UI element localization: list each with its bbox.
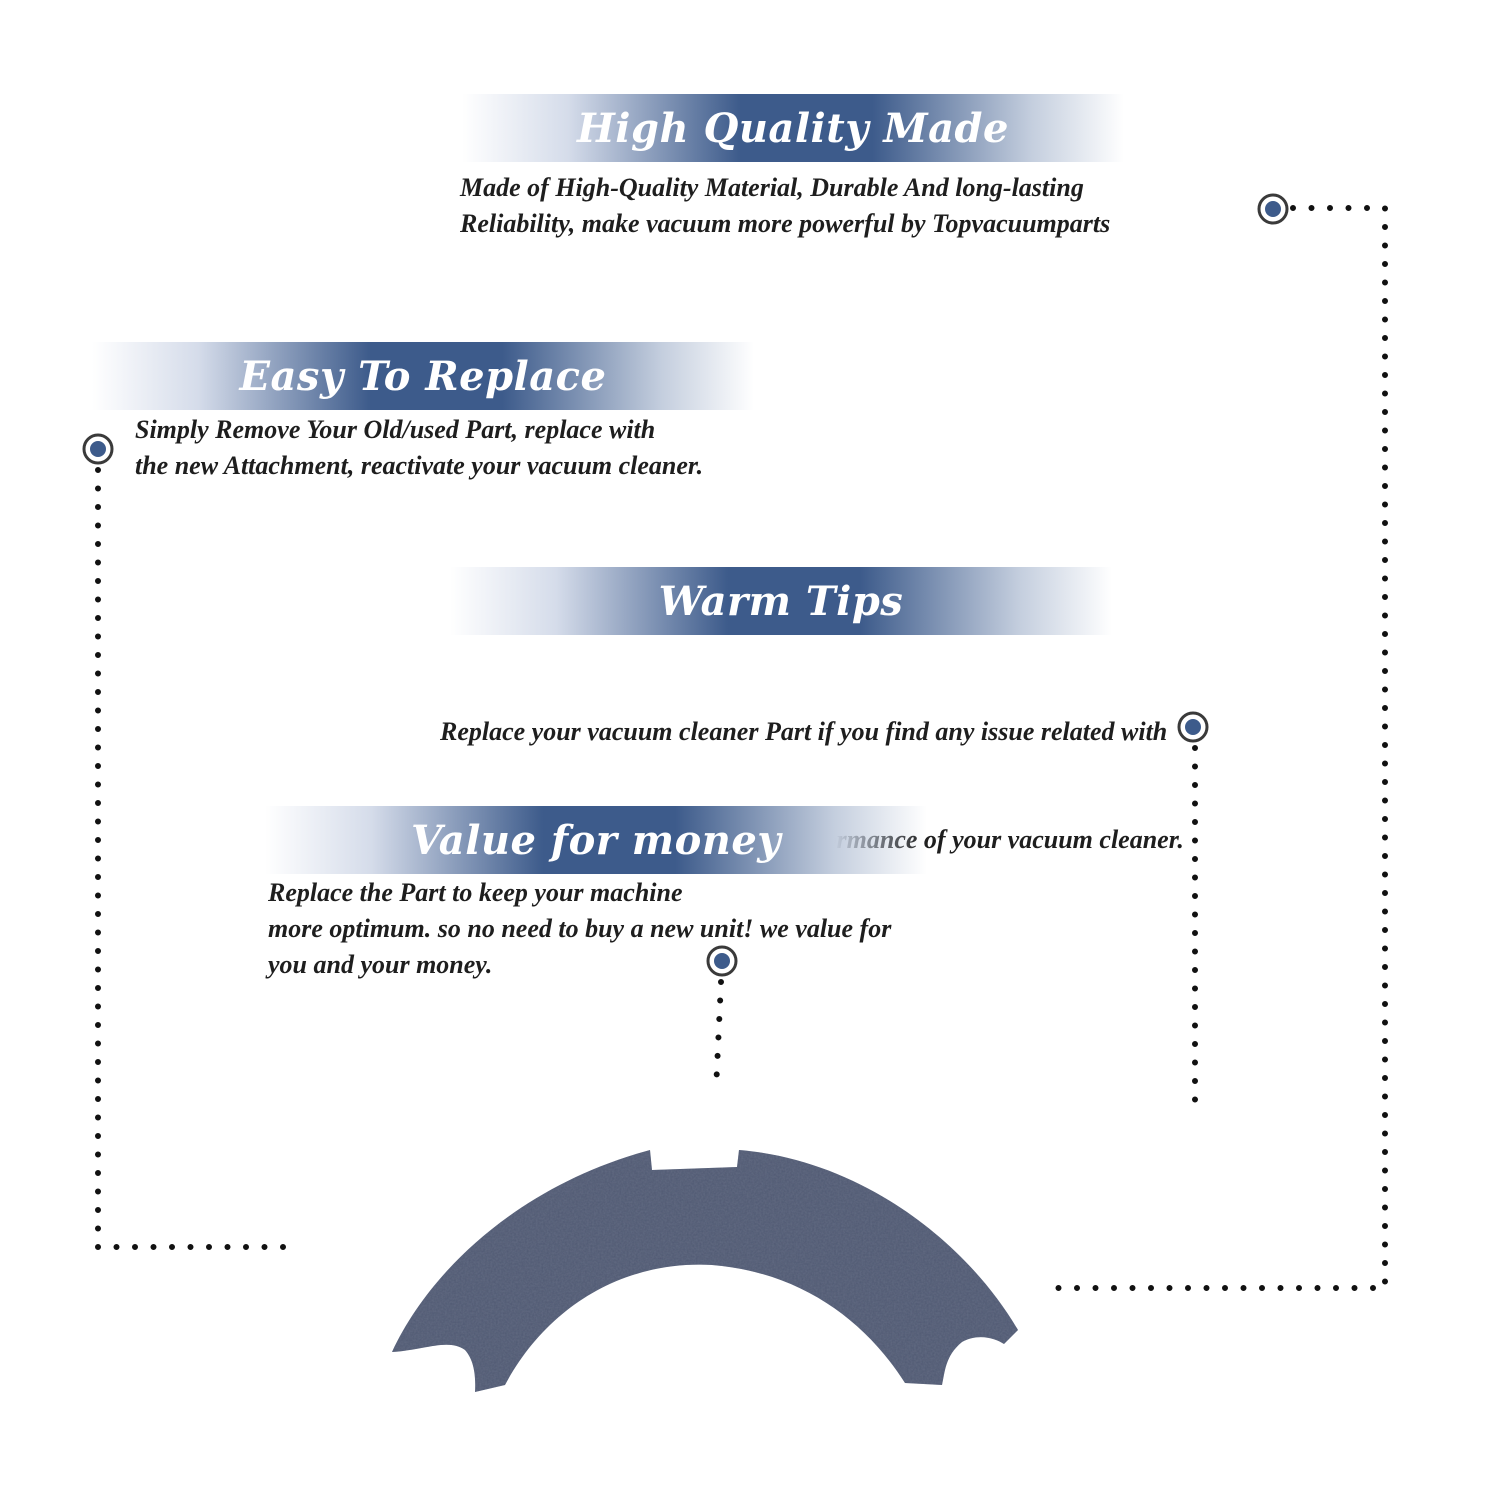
connector-easy-replace (95, 467, 295, 1250)
connector-high-quality (1049, 205, 1388, 1291)
foam-filter-shape (392, 1150, 1018, 1392)
banner-high-quality-made: High Quality Made (462, 94, 1124, 162)
desc-line: Replace the Part to keep your machine (268, 878, 683, 907)
target-dot-icon (1257, 193, 1289, 225)
desc-line: Simply Remove Your Old/used Part, replac… (135, 415, 656, 444)
heading-warm-tips: Warm Tips (658, 577, 904, 625)
heading-high-quality-made: High Quality Made (577, 104, 1009, 152)
heading-value-for-money: Value for money (410, 816, 782, 864)
desc-line: Reliability, make vacuum more powerful b… (460, 209, 1111, 238)
desc-line: more optimum. so no need to buy a new un… (268, 914, 892, 943)
desc-easy-to-replace: Simply Remove Your Old/used Part, replac… (135, 412, 703, 484)
desc-line: Made of High-Quality Material, Durable A… (460, 173, 1084, 202)
banner-value-for-money: Value for money (265, 806, 927, 874)
banner-easy-to-replace: Easy To Replace (92, 342, 754, 410)
target-dot-icon (82, 433, 114, 465)
target-dot-icon (1177, 711, 1209, 743)
connector-value (713, 979, 724, 1093)
desc-line: the new Attachment, reactivate your vacu… (135, 451, 704, 480)
banner-warm-tips: Warm Tips (450, 567, 1112, 635)
heading-easy-to-replace: Easy To Replace (239, 352, 607, 400)
target-dot-icon (706, 945, 738, 977)
desc-line: Replace your vacuum cleaner Part if you … (440, 717, 1168, 746)
desc-value-for-money: Replace the Part to keep your machine mo… (268, 875, 891, 983)
desc-line: you and your money. (268, 950, 493, 979)
desc-high-quality-made: Made of High-Quality Material, Durable A… (460, 170, 1110, 242)
